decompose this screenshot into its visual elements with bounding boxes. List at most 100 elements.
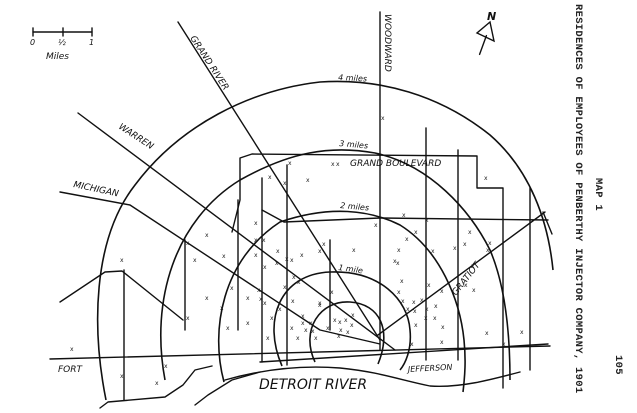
svg-text:x: x <box>318 300 322 307</box>
label-woodward: WOODWARD <box>382 14 392 72</box>
street-west-loop <box>59 270 184 321</box>
svg-text:x: x <box>337 333 341 340</box>
svg-text:x: x <box>412 299 416 306</box>
svg-text:x: x <box>314 335 318 342</box>
svg-text:x: x <box>288 160 292 167</box>
svg-text:x: x <box>405 236 409 243</box>
street-michigan <box>59 191 381 345</box>
svg-text:x: x <box>70 346 74 353</box>
svg-text:x: x <box>393 258 397 265</box>
scale-tick-half: ½ <box>58 38 66 47</box>
svg-text:x: x <box>268 174 272 181</box>
svg-text:x: x <box>297 279 301 286</box>
label-jefferson: JEFFERSON <box>406 363 453 374</box>
svg-text:x: x <box>254 220 258 227</box>
svg-text:x: x <box>257 287 261 294</box>
svg-text:x: x <box>472 287 476 294</box>
svg-text:x: x <box>318 302 322 309</box>
svg-text:x: x <box>283 180 287 187</box>
svg-text:x: x <box>222 253 226 260</box>
street-warren <box>77 112 396 351</box>
svg-text:x: x <box>220 305 224 312</box>
street-gratiot <box>377 211 546 336</box>
label-grand-river: GRAND RIVER <box>187 34 230 92</box>
svg-text:x: x <box>413 308 417 315</box>
svg-text:x: x <box>278 306 282 313</box>
svg-text:x: x <box>406 306 410 313</box>
svg-text:x: x <box>270 315 274 322</box>
label-ring-1: 1 mile <box>338 263 364 275</box>
distance-rings <box>96 80 554 401</box>
scale-tick-1: 1 <box>89 38 94 47</box>
north-label: N <box>487 10 496 23</box>
label-ring-3: 3 miles <box>339 139 369 150</box>
svg-text:x: x <box>300 252 304 259</box>
svg-text:x: x <box>301 313 305 320</box>
svg-text:x: x <box>246 295 250 302</box>
svg-text:x: x <box>205 232 209 239</box>
scale-bar: 0 ½ 1 Miles <box>30 27 94 62</box>
label-grand-boulevard: GRAND BOULEVARD <box>350 159 441 169</box>
svg-text:x: x <box>186 315 190 322</box>
svg-text:x: x <box>424 315 428 322</box>
svg-text:x: x <box>230 285 234 292</box>
svg-text:x: x <box>352 247 356 254</box>
street-grand-boulevard <box>231 153 504 389</box>
scale-unit-label: Miles <box>46 52 69 62</box>
svg-text:x: x <box>205 295 209 302</box>
streets <box>49 11 553 409</box>
svg-text:x: x <box>471 263 475 270</box>
svg-text:x: x <box>291 298 295 305</box>
svg-text:x: x <box>485 330 489 337</box>
svg-text:x: x <box>381 115 385 122</box>
svg-text:x: x <box>331 161 335 168</box>
label-fort: FORT <box>58 365 84 375</box>
svg-text:x: x <box>246 320 250 327</box>
svg-text:x: x <box>262 237 266 244</box>
svg-text:x: x <box>292 274 296 281</box>
svg-text:x: x <box>433 315 437 322</box>
ring-half-mile <box>309 301 385 365</box>
street-jefferson <box>259 343 549 363</box>
svg-text:x: x <box>414 229 418 236</box>
svg-text:x: x <box>120 373 124 380</box>
svg-text:x: x <box>283 284 287 291</box>
svg-text:x: x <box>164 363 168 370</box>
map-label: MAP 1 <box>592 178 604 212</box>
label-detroit-river: DETROIT RIVER <box>259 377 367 393</box>
svg-text:x: x <box>344 317 348 324</box>
label-warren: WARREN <box>116 122 155 152</box>
svg-text:x: x <box>266 335 270 342</box>
svg-text:x: x <box>263 264 267 271</box>
svg-text:x: x <box>484 175 488 182</box>
svg-text:x: x <box>326 325 330 332</box>
svg-text:x: x <box>318 248 322 255</box>
svg-text:x: x <box>351 312 355 319</box>
svg-text:x: x <box>254 237 258 244</box>
ring-1-mile <box>273 271 412 371</box>
svg-text:x: x <box>414 322 418 329</box>
svg-text:x: x <box>374 222 378 229</box>
svg-text:x: x <box>425 217 429 224</box>
svg-text:x: x <box>401 298 405 305</box>
label-michigan: MICHIGAN <box>72 180 119 199</box>
svg-text:x: x <box>520 329 524 336</box>
svg-text:x: x <box>330 289 334 296</box>
svg-text:x: x <box>350 322 354 329</box>
svg-text:x: x <box>290 325 294 332</box>
svg-text:x: x <box>186 240 190 247</box>
svg-text:x: x <box>346 329 350 336</box>
svg-text:x: x <box>425 306 429 313</box>
svg-text:x: x <box>420 297 424 304</box>
street-fort <box>49 345 551 360</box>
ring-4-miles <box>96 80 554 401</box>
svg-text:x: x <box>440 339 444 346</box>
svg-text:x: x <box>463 241 467 248</box>
svg-text:x: x <box>290 257 294 264</box>
svg-text:x: x <box>120 257 124 264</box>
svg-text:x: x <box>402 212 406 219</box>
svg-text:x: x <box>309 320 313 327</box>
svg-text:x: x <box>301 320 305 327</box>
street-grand-river <box>177 21 381 341</box>
